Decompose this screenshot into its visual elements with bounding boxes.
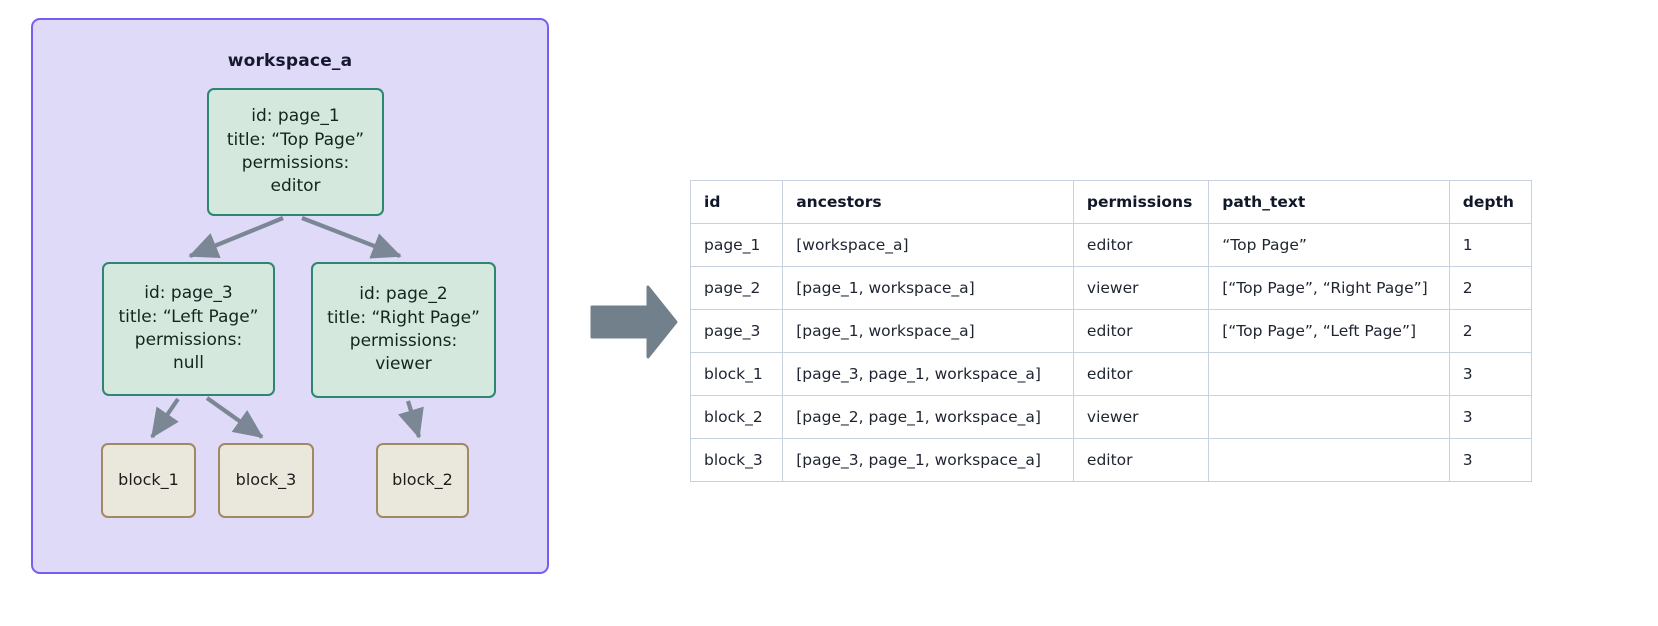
cell-depth: 1: [1448, 223, 1533, 267]
right-block-arrow-icon: [590, 285, 678, 359]
node-block_3-label: block_3: [235, 470, 297, 490]
node-page_1[interactable]: id: page_1 title: “Top Page” permissions…: [207, 88, 384, 216]
column-header-permissions: permissions: [1072, 180, 1210, 224]
cell-path_text: [1208, 352, 1450, 396]
edge-page_1-page_3: [188, 216, 284, 258]
node-page_1-line-2: permissions:: [241, 153, 350, 173]
table-row: block_2 [page_2, page_1, workspace_a] vi…: [689, 395, 1533, 439]
cell-depth: 3: [1448, 438, 1533, 482]
cell-depth: 2: [1448, 266, 1533, 310]
column-header-ancestors: ancestors: [782, 180, 1074, 224]
table-row: page_3 [page_1, workspace_a] editor [“To…: [689, 309, 1533, 353]
cell-permissions: editor: [1072, 438, 1210, 482]
edge-layer: [150, 216, 424, 439]
cell-permissions: editor: [1072, 352, 1210, 396]
cell-id: page_2: [689, 266, 784, 310]
workspace-title: workspace_a: [227, 51, 353, 71]
cell-ancestors: [page_2, page_1, workspace_a]: [782, 395, 1074, 439]
node-block_2[interactable]: block_2: [376, 443, 469, 518]
cell-path_text: [“Top Page”, “Left Page”]: [1208, 309, 1450, 353]
table-header-row: id ancestors permissions path_text depth: [689, 180, 1533, 224]
node-page_3-line-2: permissions:: [134, 330, 243, 350]
cell-id: block_1: [689, 352, 784, 396]
cell-permissions: viewer: [1072, 395, 1210, 439]
column-header-path_text: path_text: [1208, 180, 1450, 224]
cell-id: page_1: [689, 223, 784, 267]
node-page_2-line-1: title: “Right Page”: [327, 307, 480, 328]
column-header-depth: depth: [1448, 180, 1533, 224]
node-page_1-line-1: title: “Top Page”: [226, 129, 365, 150]
cell-permissions: editor: [1072, 223, 1210, 267]
cell-depth: 2: [1448, 309, 1533, 353]
column-header-id: id: [689, 180, 784, 224]
cell-ancestors: [page_1, workspace_a]: [782, 309, 1074, 353]
cell-depth: 3: [1448, 395, 1533, 439]
cell-permissions: viewer: [1072, 266, 1210, 310]
cell-ancestors: [workspace_a]: [782, 223, 1074, 267]
node-block_2-label: block_2: [392, 470, 453, 490]
cell-path_text: [1208, 395, 1450, 439]
node-page_2[interactable]: id: page_2 title: “Right Page” permissio…: [311, 262, 496, 398]
cell-path_text: [1208, 438, 1450, 482]
edge-page_2-block_2: [398, 400, 424, 439]
node-page_3[interactable]: id: page_3 title: “Left Page” permission…: [102, 262, 275, 396]
table-row: page_1 [workspace_a] editor “Top Page” 1: [689, 223, 1533, 267]
node-page_1-line-0: id: page_1: [251, 106, 340, 127]
node-page_2-line-3: viewer: [375, 354, 432, 375]
node-page_3-line-3: null: [173, 353, 204, 374]
cell-ancestors: [page_3, page_1, workspace_a]: [782, 438, 1074, 482]
edge-page_1-page_2: [301, 216, 402, 259]
cell-ancestors: [page_1, workspace_a]: [782, 266, 1074, 310]
edge-page_3-block_3: [205, 396, 264, 439]
node-page_3-line-1: title: “Left Page”: [118, 306, 259, 327]
cell-depth: 3: [1448, 352, 1533, 396]
cell-path_text: “Top Page”: [1208, 223, 1450, 267]
cell-ancestors: [page_3, page_1, workspace_a]: [782, 352, 1074, 396]
node-block_1[interactable]: block_1: [101, 443, 196, 518]
node-block_1-label: block_1: [118, 470, 179, 490]
cell-permissions: editor: [1072, 309, 1210, 353]
node-page_2-line-0: id: page_2: [359, 284, 448, 305]
result-table: id ancestors permissions path_text depth…: [689, 180, 1533, 482]
cell-id: page_3: [689, 309, 784, 353]
table-row: page_2 [page_1, workspace_a] viewer [“To…: [689, 266, 1533, 310]
table-row: block_1 [page_3, page_1, workspace_a] ed…: [689, 352, 1533, 396]
node-page_3-line-0: id: page_3: [144, 283, 233, 304]
node-page_2-line-2: permissions:: [349, 331, 458, 351]
node-block_3[interactable]: block_3: [218, 443, 314, 518]
cell-path_text: [“Top Page”, “Right Page”]: [1208, 266, 1450, 310]
table-row: block_3 [page_3, page_1, workspace_a] ed…: [689, 438, 1533, 482]
cell-id: block_2: [689, 395, 784, 439]
edge-page_3-block_1: [150, 397, 180, 439]
node-page_1-line-3: editor: [270, 176, 321, 197]
cell-id: block_3: [689, 438, 784, 482]
